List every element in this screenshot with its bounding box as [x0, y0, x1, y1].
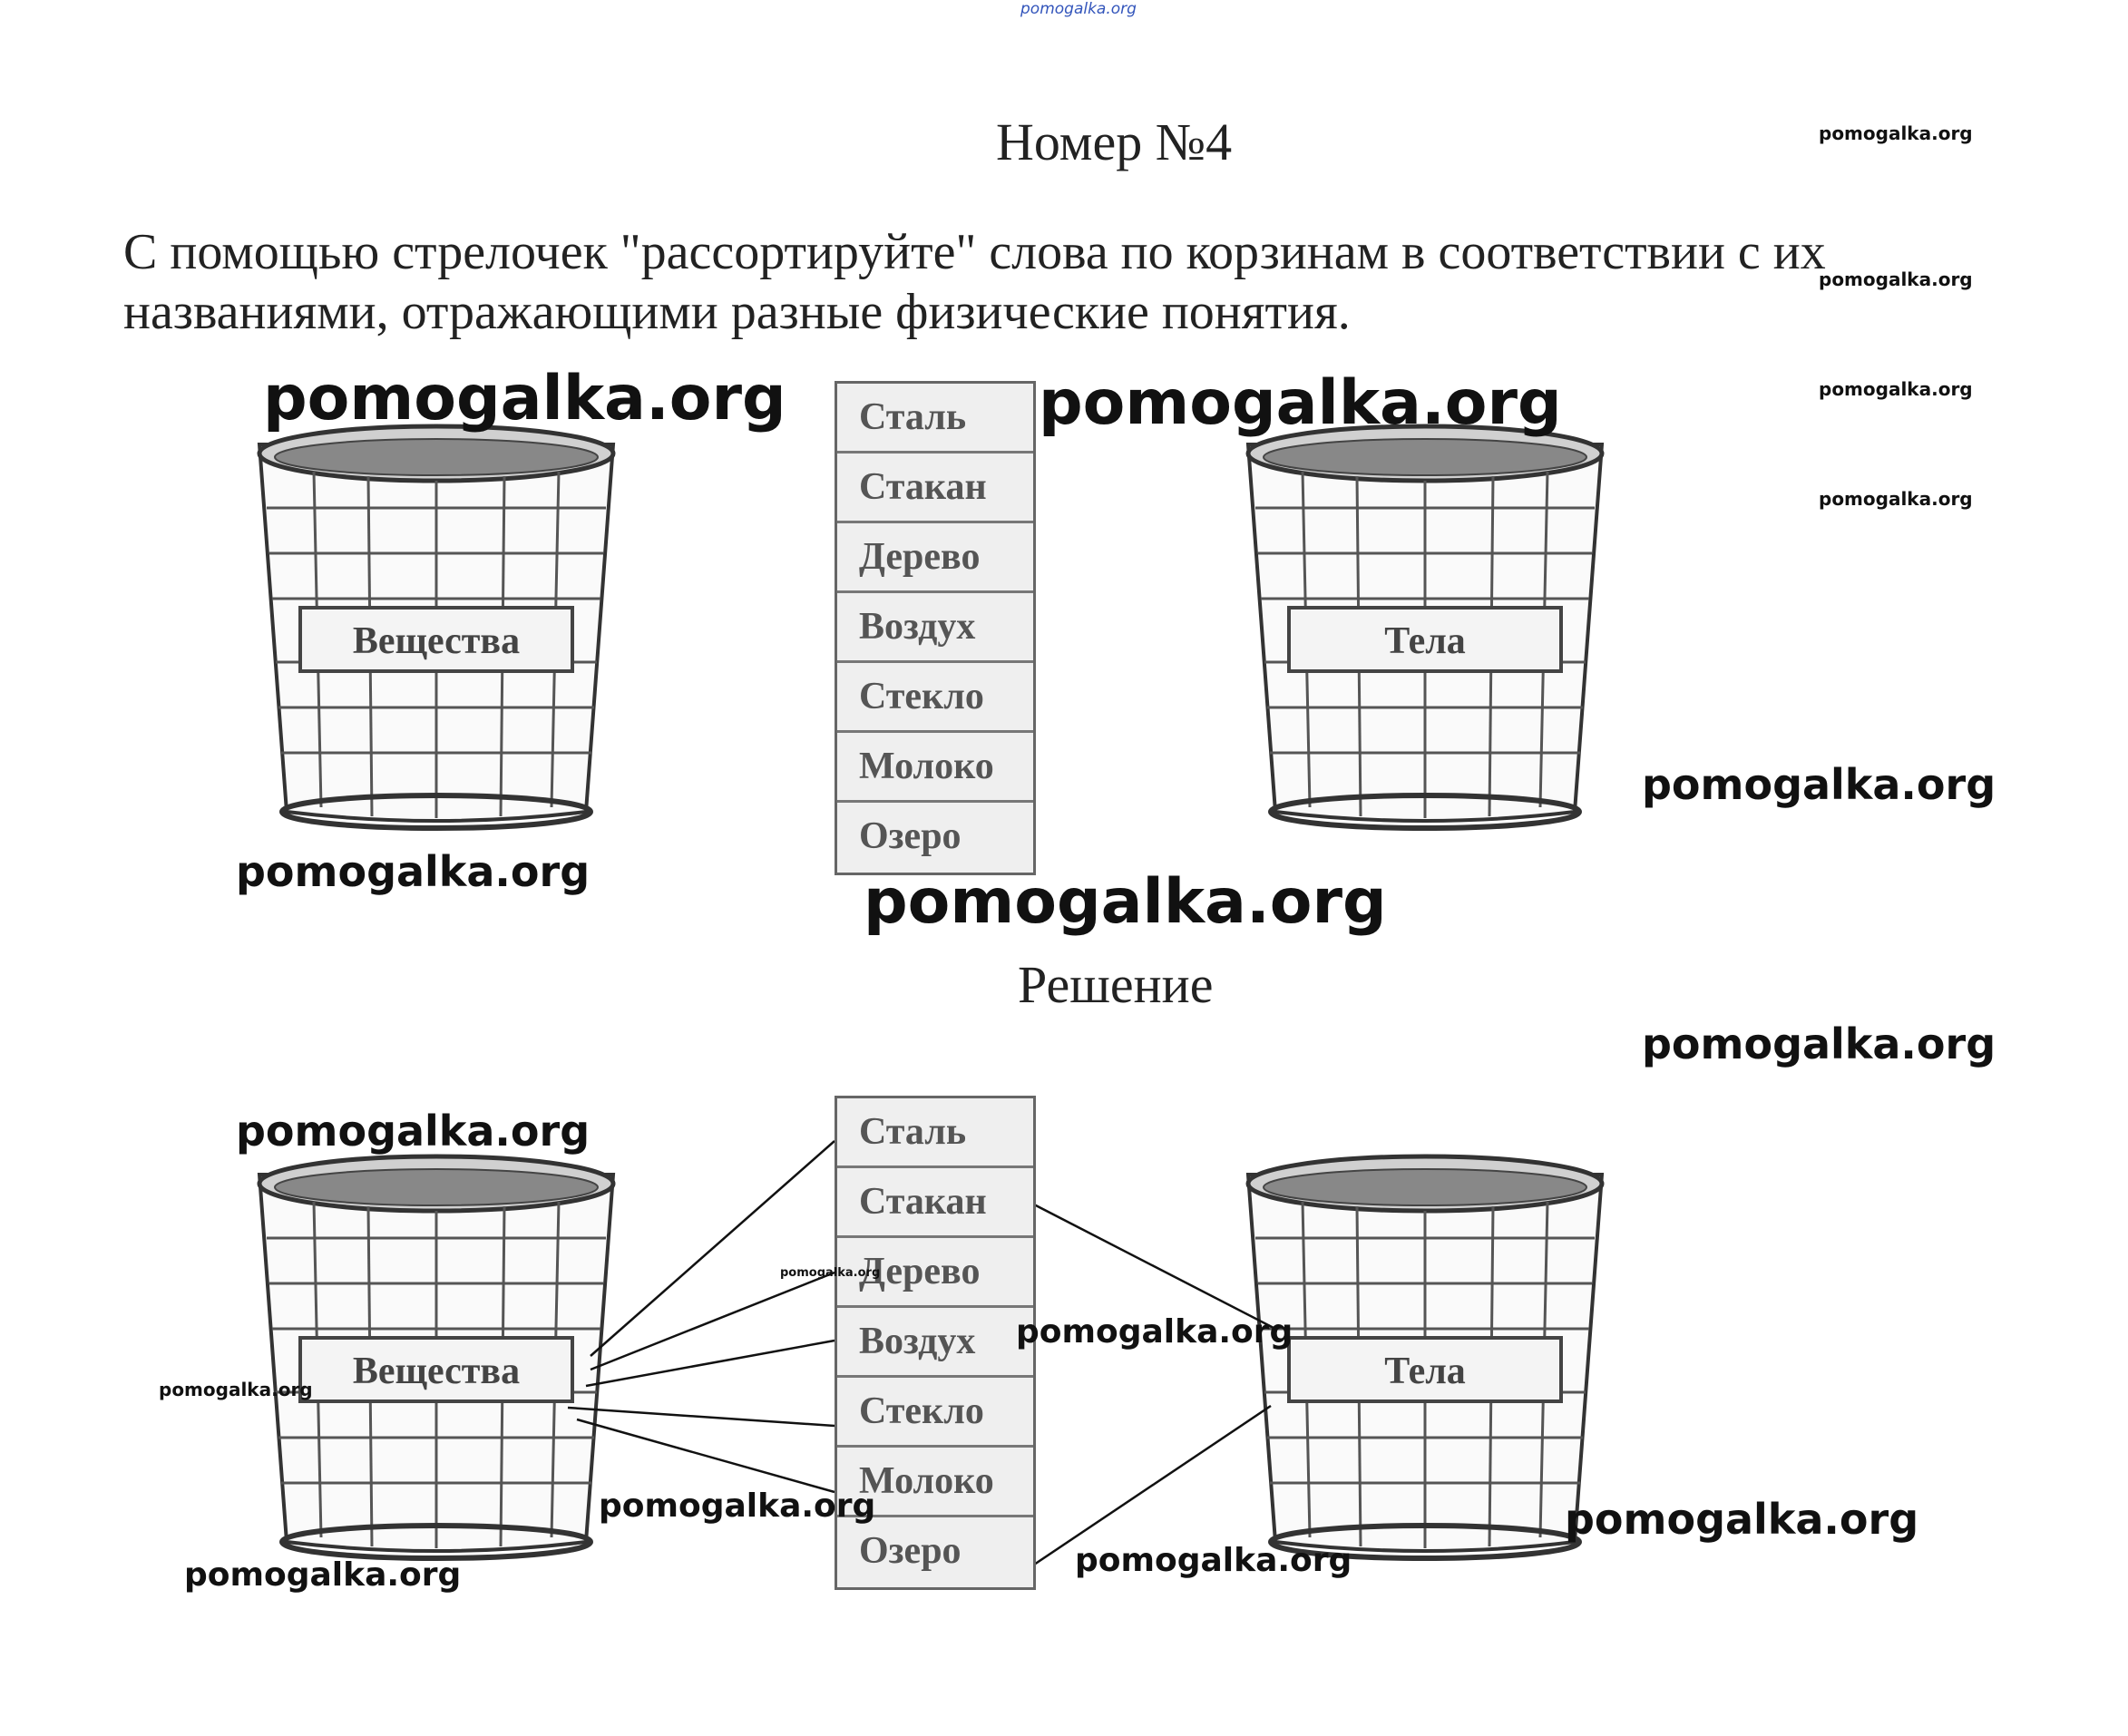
- watermark: pomogalka.org: [1016, 1313, 1293, 1351]
- word-item: Стекло: [837, 663, 1033, 733]
- connector-air: [585, 1339, 835, 1388]
- watermark: pomogalka.org: [263, 363, 786, 434]
- watermark: pomogalka.org: [1819, 488, 1973, 510]
- connector-lake: [1033, 1404, 1272, 1566]
- watermark: pomogalka.org: [780, 1266, 881, 1280]
- watermark: pomogalka.org: [864, 866, 1387, 938]
- word-list: Сталь Стакан Дерево Воздух Стекло Молоко…: [835, 381, 1036, 875]
- basket-substances: Вещества: [257, 424, 616, 831]
- basket-label-substances: Вещества: [353, 620, 520, 662]
- word-item: Воздух: [837, 593, 1033, 663]
- connector-glass: [567, 1406, 835, 1428]
- solution-word-list: Сталь Стакан Дерево Воздух Стекло Молоко…: [835, 1096, 1036, 1590]
- watermark: pomogalka.org: [184, 1556, 462, 1594]
- connector-cup: [1033, 1203, 1276, 1331]
- word-item: Дерево: [837, 523, 1033, 593]
- solution-heading: Решение: [1018, 955, 1214, 1014]
- task-baskets: Вещества Тела: [257, 424, 1605, 831]
- word-item: Молоко: [837, 1448, 1033, 1517]
- word-item: Стакан: [837, 454, 1033, 523]
- watermark: pomogalka.org: [1819, 268, 1973, 290]
- watermark: pomogalka.org: [159, 1379, 313, 1400]
- watermark: pomogalka.org: [1642, 760, 1996, 809]
- word-item: Сталь: [837, 1098, 1033, 1168]
- page-title: Номер №4: [996, 112, 1233, 171]
- word-item: Озеро: [837, 803, 1033, 873]
- word-item: Стакан: [837, 1168, 1033, 1238]
- solution-basket-substances: Вещества: [257, 1154, 616, 1561]
- watermark: pomogalka.org: [1039, 367, 1562, 439]
- watermark: pomogalka.org: [1075, 1542, 1352, 1579]
- task-text: С помощью стрелочек "рассортируйте" слов…: [123, 224, 1826, 340]
- solution-baskets: Вещества Тела: [257, 1140, 1605, 1566]
- watermark: pomogalka.org: [1642, 1019, 1996, 1068]
- solution-connectors: [567, 1140, 1276, 1566]
- watermark: pomogalka.org: [599, 1487, 876, 1525]
- task-figure: Вещества Тела Сталь Стакан Дерево Воздух…: [123, 345, 1676, 902]
- word-item: Дерево: [837, 1238, 1033, 1308]
- connector-wood: [590, 1271, 835, 1371]
- watermark: pomogalka.org: [1819, 122, 1973, 144]
- word-item: Озеро: [837, 1517, 1033, 1587]
- watermark: pomogalka.org: [236, 1107, 591, 1156]
- solution-basket-label-substances: Вещества: [353, 1351, 520, 1392]
- word-item: Воздух: [837, 1308, 1033, 1378]
- word-item: Молоко: [837, 733, 1033, 803]
- solution-basket-bodies: Тела: [1245, 1154, 1605, 1561]
- basket-label-bodies: Тела: [1384, 620, 1466, 662]
- watermark: pomogalka.org: [1565, 1495, 1919, 1544]
- word-item: Стекло: [837, 1378, 1033, 1448]
- watermark: pomogalka.org: [236, 847, 591, 896]
- watermark: pomogalka.org: [1819, 378, 1973, 400]
- solution-figure: Вещества Тела: [123, 1070, 1676, 1628]
- solution-basket-label-bodies: Тела: [1384, 1351, 1466, 1392]
- basket-bodies: Тела: [1245, 424, 1605, 831]
- connector-steel: [590, 1140, 835, 1357]
- watermark-top: pomogalka.org: [1020, 0, 1137, 18]
- connector-milk: [576, 1418, 835, 1494]
- word-item: Сталь: [837, 384, 1033, 454]
